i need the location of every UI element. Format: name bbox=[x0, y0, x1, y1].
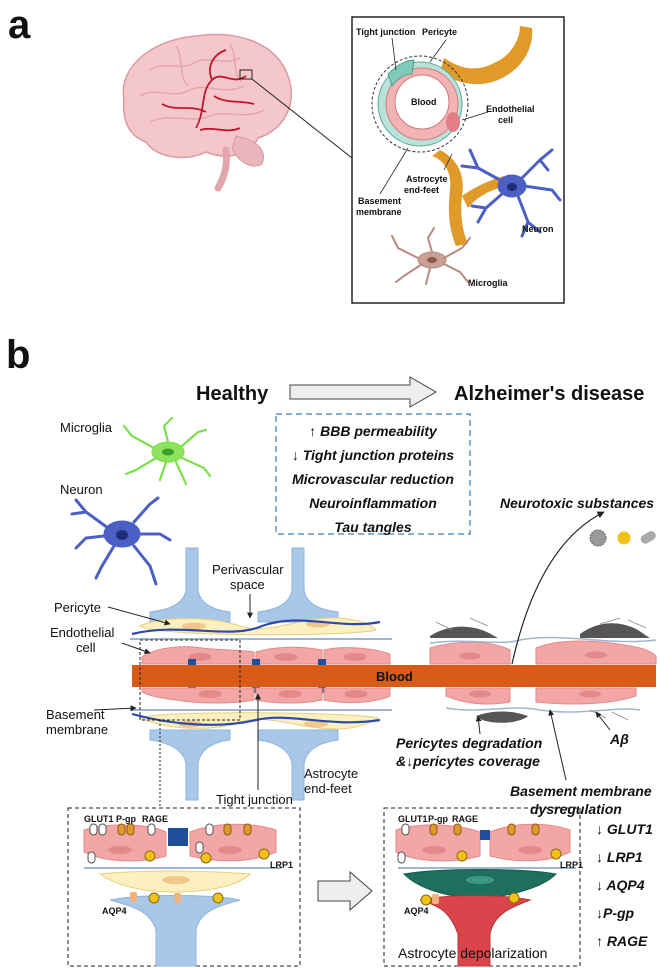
label-b-endothelial: Endothelial bbox=[50, 625, 114, 640]
change-item-4: Tau tangles bbox=[334, 519, 411, 535]
inset-healthy-rage: RAGE bbox=[142, 814, 168, 824]
inset-disease-rage: RAGE bbox=[452, 814, 478, 824]
transition-arrow bbox=[289, 376, 438, 408]
blood-vessel-band bbox=[132, 665, 656, 687]
label-b-perivascular: Perivascular bbox=[212, 562, 284, 577]
change-item-1: ↓ Tight junction proteins bbox=[292, 447, 454, 463]
brain-illustration bbox=[122, 33, 292, 192]
label-a-basement: Basement bbox=[358, 196, 401, 206]
label-b-tight-junction: Tight junction bbox=[216, 792, 293, 807]
astrocyte-endfeet-bottom bbox=[149, 729, 339, 801]
label-a-neuron: Neuron bbox=[522, 224, 554, 234]
label-a-basement-2: membrane bbox=[356, 207, 402, 217]
panel-b-letter: b bbox=[6, 333, 30, 377]
inset-healthy-pgp: P-gp bbox=[116, 814, 136, 824]
marker-item-2: ↓ AQP4 bbox=[596, 877, 645, 893]
label-b-neuron: Neuron bbox=[60, 482, 103, 497]
label-b-bm-dysregulation-2: dysregulation bbox=[530, 801, 622, 817]
marker-item-3: ↓P-gp bbox=[596, 905, 635, 921]
label-b-pericyte-degradation-2: &↓pericytes coverage bbox=[396, 753, 540, 769]
label-b-perivascular-2: space bbox=[230, 577, 265, 592]
label-a-microglia: Microglia bbox=[468, 278, 509, 288]
marker-item-1: ↓ LRP1 bbox=[596, 849, 643, 865]
neuron-illustration bbox=[460, 148, 562, 238]
inset-healthy-glut1: GLUT1 bbox=[84, 814, 114, 824]
selection-box bbox=[139, 639, 241, 721]
label-b-astrocyte-2: end-feet bbox=[304, 781, 352, 796]
marker-changes-list: ↓ GLUT1 ↓ LRP1 ↓ AQP4 ↓P-gp ↑ RAGE bbox=[596, 821, 653, 949]
microglia-green bbox=[122, 416, 212, 486]
change-item-0: ↑ BBB permeability bbox=[309, 423, 438, 439]
inset-disease-art bbox=[395, 823, 576, 967]
label-b-bm-dysregulation: Basement membrane bbox=[510, 783, 652, 799]
label-b-pericyte: Pericyte bbox=[54, 600, 101, 615]
label-a-pericyte: Pericyte bbox=[422, 27, 457, 37]
inset-disease-aqp4: AQP4 bbox=[404, 906, 429, 916]
label-b-endothelial-2: cell bbox=[76, 640, 96, 655]
zoom-connector-line bbox=[251, 78, 353, 159]
inset-disease-glut1: GLUT1 bbox=[398, 814, 428, 824]
label-a-endothelial-2: cell bbox=[498, 115, 513, 125]
zoom-box bbox=[351, 16, 565, 304]
changes-list: ↑ BBB permeability ↓ Tight junction prote… bbox=[292, 423, 454, 535]
label-b-basement: Basement bbox=[46, 707, 105, 722]
marker-item-4: ↑ RAGE bbox=[596, 933, 648, 949]
disease-heading: Alzheimer's disease bbox=[454, 383, 644, 405]
label-b-abeta: Aβ bbox=[609, 731, 629, 747]
inset-healthy-lrp1: LRP1 bbox=[270, 860, 293, 870]
vessel-cross-section bbox=[371, 26, 533, 246]
label-b-neurotoxic: Neurotoxic substances bbox=[500, 495, 654, 511]
label-b-blood: Blood bbox=[376, 669, 413, 684]
neurotoxic-arrow bbox=[511, 511, 605, 665]
pericytes-bottom bbox=[131, 712, 381, 730]
label-a-astrocyte-2: end-feet bbox=[404, 185, 439, 195]
label-b-basement-2: membrane bbox=[46, 722, 108, 737]
label-b-pericyte-degradation: Pericytes degradation bbox=[396, 735, 542, 751]
healthy-heading: Healthy bbox=[196, 383, 269, 405]
inset-transition-arrow bbox=[317, 870, 373, 912]
endothelial-bottom-row bbox=[141, 687, 391, 704]
label-b-astrocyte: Astrocyte bbox=[304, 766, 358, 781]
endothelial-top-row bbox=[141, 646, 391, 665]
inset-disease-pgp: P-gp bbox=[428, 814, 448, 824]
marker-item-0: ↓ GLUT1 bbox=[596, 821, 653, 837]
change-item-3: Neuroinflammation bbox=[309, 495, 437, 511]
inset-healthy-art bbox=[83, 823, 282, 967]
disease-vessel bbox=[429, 617, 657, 723]
neuron-blue bbox=[70, 496, 172, 586]
label-a-astrocyte: Astrocyte bbox=[406, 174, 448, 184]
label-b-microglia: Microglia bbox=[60, 420, 113, 435]
neurotoxic-particles bbox=[589, 529, 656, 547]
label-a-blood: Blood bbox=[411, 97, 437, 107]
change-item-2: Microvascular reduction bbox=[292, 471, 454, 487]
label-a-endothelial: Endothelial bbox=[486, 104, 535, 114]
changes-box bbox=[275, 413, 471, 535]
inset-healthy-aqp4: AQP4 bbox=[102, 906, 127, 916]
microglia-illustration bbox=[391, 227, 471, 285]
pericytes-top bbox=[131, 617, 381, 636]
panel-a-letter: a bbox=[8, 3, 31, 47]
label-a-tight-junction: Tight junction bbox=[356, 27, 415, 37]
inset-disease-caption: Astrocyte depolarization bbox=[398, 945, 547, 961]
inset-disease-lrp1: LRP1 bbox=[560, 860, 583, 870]
